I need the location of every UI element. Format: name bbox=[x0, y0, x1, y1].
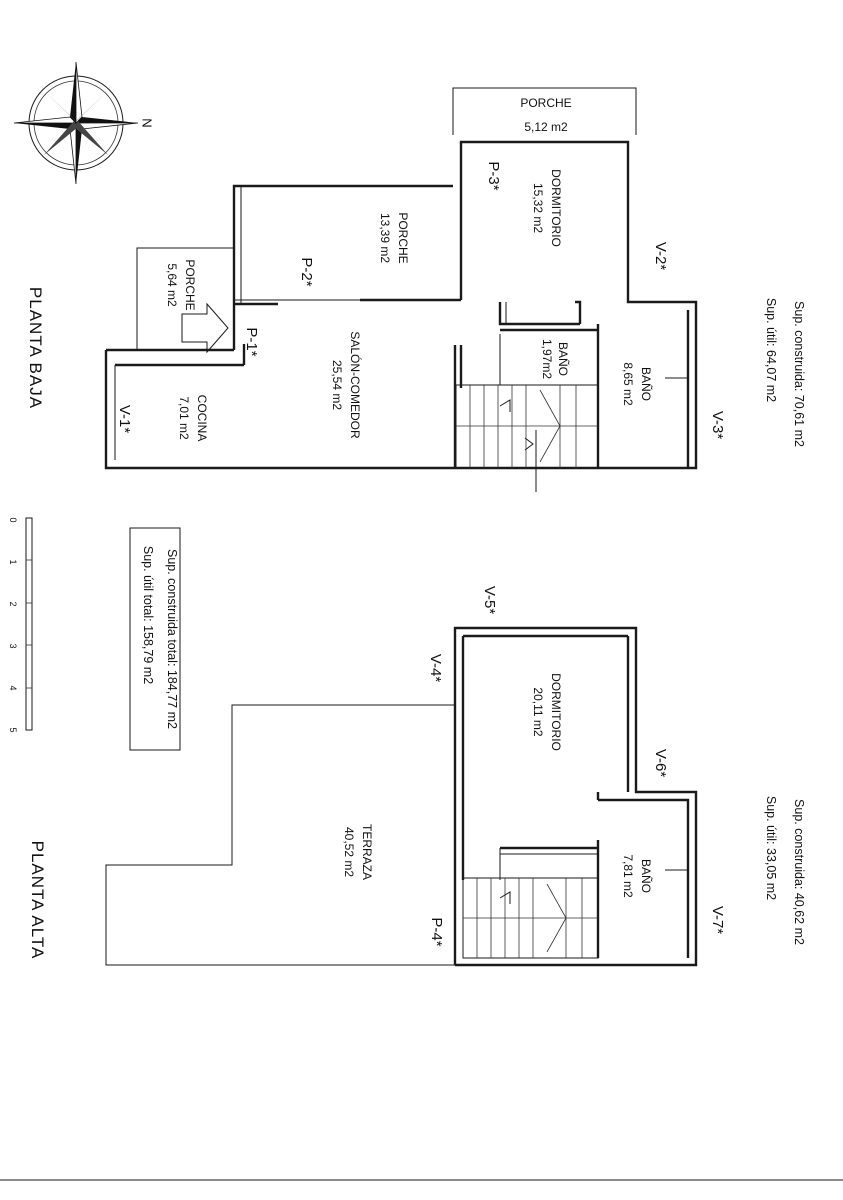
total-construida: Sup. construida total: 184,77 m2 bbox=[165, 549, 179, 729]
dormitorio-pa-area: 20,11 m2 bbox=[531, 687, 545, 736]
planta-alta-labels: DORMITORIO 20,11 m2 BAÑO 7,81 m2 TERRAZA… bbox=[28, 586, 806, 960]
bano-pb-name: BAÑO bbox=[639, 367, 653, 401]
porche-top-name: PORCHE bbox=[520, 96, 571, 110]
salon-comedor-name: SALÓN-COMEDOR bbox=[348, 331, 363, 439]
dormitorio-pb-area: 15,32 m2 bbox=[531, 183, 545, 233]
mark-p4: P-4* bbox=[428, 917, 445, 946]
dormitorio-pa-name: DORMITORIO bbox=[549, 673, 563, 751]
compass-rose: N bbox=[13, 61, 155, 185]
totals-box: Sup. construida total: 184,77 m2 Sup. út… bbox=[129, 527, 181, 751]
planta-baja-sup-construida: Sup. construida: 70,61 m2 bbox=[792, 301, 806, 447]
cocina-area: 7,01 m2 bbox=[177, 396, 191, 440]
planta-baja-labels: PORCHE 5,12 m2 DORMITORIO 15,32 m2 PORCH… bbox=[26, 96, 806, 447]
scale-label-0: 0 bbox=[8, 517, 18, 522]
terraza-area: 40,52 m2 bbox=[342, 827, 356, 877]
porche-small-area: 5,64 m2 bbox=[165, 263, 179, 307]
bano-pa-name: BAÑO bbox=[639, 859, 653, 893]
total-util: Sup. útil total: 158,79 m2 bbox=[141, 546, 155, 684]
porche-small-name: PORCHE bbox=[183, 259, 197, 310]
cocina-name: COCINA bbox=[195, 395, 209, 442]
scale-label-3: 3 bbox=[8, 643, 18, 648]
scale-label-2: 2 bbox=[8, 601, 18, 606]
mark-v5: V-5* bbox=[481, 586, 498, 615]
planta-alta-walls bbox=[105, 626, 698, 967]
planta-baja-sup-util: Sup. útil: 64,07 m2 bbox=[764, 298, 778, 402]
scale-label-5: 5 bbox=[8, 727, 18, 732]
mark-p1: P-1* bbox=[243, 327, 260, 356]
bano-small-name: BAÑO bbox=[556, 342, 570, 376]
dormitorio-pb-name: DORMITORIO bbox=[549, 169, 563, 247]
porche-mid-area: 13,39 m2 bbox=[378, 213, 392, 263]
mark-v2: V-2* bbox=[652, 242, 669, 271]
scale-label-4: 4 bbox=[8, 685, 18, 690]
porche-mid-name: PORCHE bbox=[396, 212, 410, 263]
mark-p3: P-3* bbox=[485, 161, 502, 190]
bano-small-area: 1,97m2 bbox=[540, 339, 554, 379]
mark-v1: V-1* bbox=[116, 405, 133, 434]
terraza-name: TERRAZA bbox=[360, 824, 374, 880]
planta-alta-sup-util: Sup. útil: 33,05 m2 bbox=[764, 796, 778, 900]
bano-pb-area: 8,65 m2 bbox=[621, 362, 635, 406]
mark-p2: P-2* bbox=[298, 257, 315, 286]
porche-top-area: 5,12 m2 bbox=[524, 120, 568, 134]
salon-comedor-area: 25,54 m2 bbox=[330, 360, 344, 410]
planta-baja-title: PLANTA BAJA bbox=[26, 287, 45, 409]
bano-pa-area: 7,81 m2 bbox=[621, 854, 635, 898]
mark-v4: V-4* bbox=[427, 654, 444, 683]
planta-baja-walls bbox=[104, 87, 698, 492]
compass-north-letter: N bbox=[140, 118, 155, 127]
mark-v6: V-6* bbox=[652, 749, 669, 778]
scale-bar: 0 1 2 3 4 5 bbox=[8, 517, 33, 733]
scale-label-1: 1 bbox=[8, 559, 18, 564]
planta-alta-title: PLANTA ALTA bbox=[28, 841, 47, 960]
mark-v7: V-7* bbox=[709, 906, 726, 935]
planta-alta-sup-construida: Sup. construida: 40,62 m2 bbox=[792, 799, 806, 945]
mark-v3: V-3* bbox=[709, 411, 726, 440]
